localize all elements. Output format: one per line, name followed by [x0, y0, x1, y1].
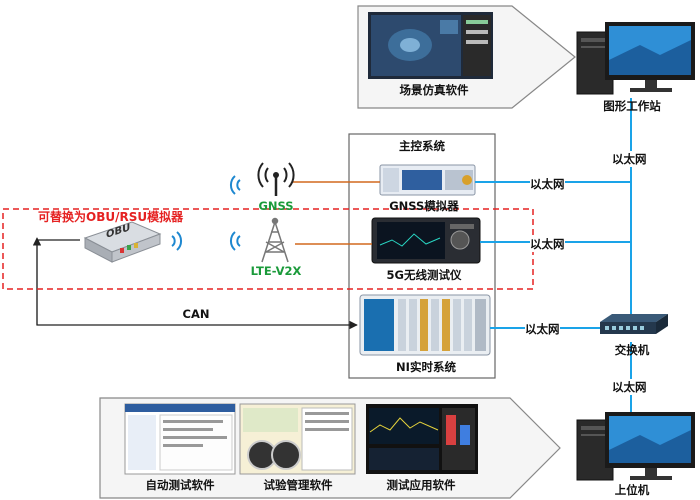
gnss-simulator-device — [379, 164, 476, 196]
test-app-sw-label: 测试应用软件 — [386, 478, 456, 492]
ni-system-label: NI实时系统 — [396, 360, 456, 374]
graphics-workstation-label: 图形工作站 — [603, 99, 661, 113]
ethernet-label-2: 以太网 — [530, 176, 565, 192]
tester-5g-label: 5G无线测试仪 — [386, 268, 462, 282]
auto-test-sw-screenshot — [124, 403, 236, 475]
switch-label: 交换机 — [614, 343, 650, 357]
wireless-wave-icon-obu — [171, 231, 183, 251]
main-control-label: 主控系统 — [399, 139, 445, 153]
replaceable-label: 可替换为OBU/RSU模拟器 — [38, 210, 184, 224]
wireless-wave-icon-lte — [229, 231, 241, 251]
obu-device — [83, 221, 162, 263]
upper-computer-label: 上位机 — [614, 483, 650, 497]
ethernet-label-5: 以太网 — [612, 379, 647, 395]
workstation-pc-icon — [576, 22, 695, 95]
can-label: CAN — [182, 307, 210, 321]
auto-test-sw-label: 自动测试软件 — [145, 478, 215, 492]
ethernet-label-4: 以太网 — [525, 321, 560, 337]
ethernet-label-1: 以太网 — [612, 151, 647, 167]
test-mgmt-sw-screenshot — [239, 403, 356, 475]
scene-software-label: 场景仿真软件 — [399, 83, 469, 97]
ni-system-device — [359, 294, 491, 356]
gnss-antenna-icon — [257, 162, 295, 196]
gnss-label: GNSS — [258, 199, 294, 213]
lte-v2x-label: LTE-V2X — [250, 264, 302, 278]
scene-software-screenshot — [368, 12, 493, 79]
upper-computer-pc-icon — [576, 412, 695, 481]
gnss-simulator-label: GNSS模拟器 — [389, 199, 459, 213]
ethernet-lines — [475, 98, 632, 418]
switch-icon — [600, 314, 668, 334]
tester-5g-device — [371, 217, 481, 264]
test-mgmt-sw-label: 试验管理软件 — [263, 478, 333, 492]
lte-tower-icon — [261, 217, 289, 263]
test-app-sw-screenshot — [366, 404, 478, 474]
wireless-wave-icon-gnss — [229, 175, 241, 195]
ethernet-label-3: 以太网 — [530, 236, 565, 252]
